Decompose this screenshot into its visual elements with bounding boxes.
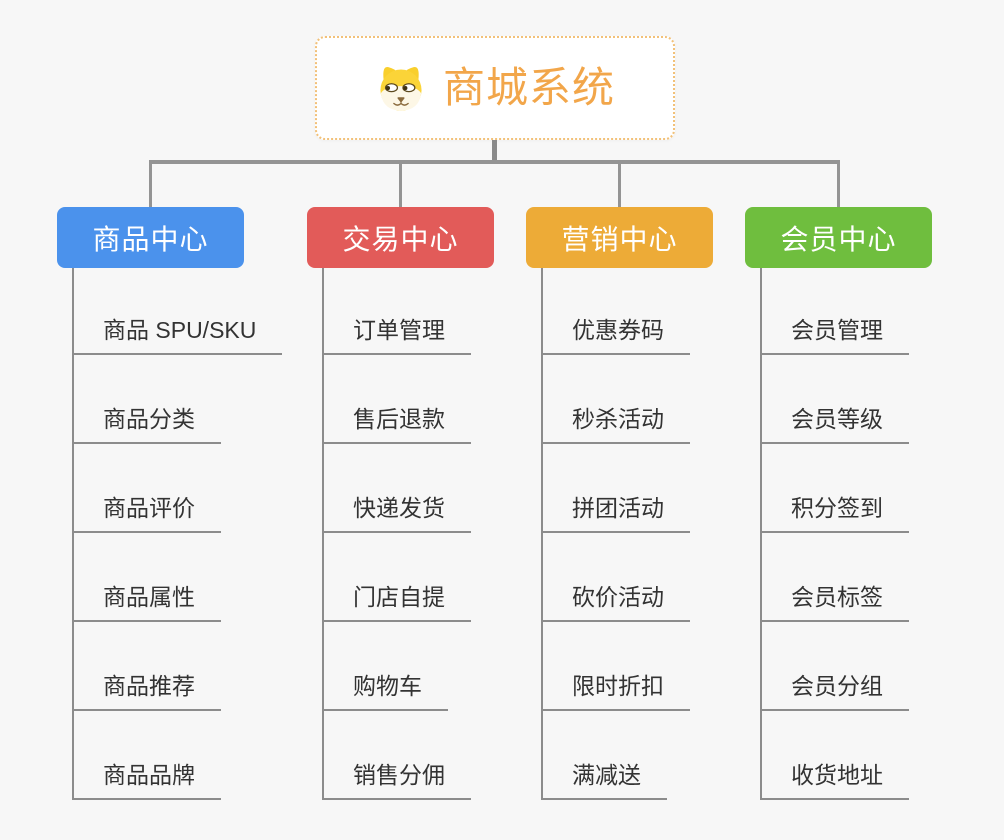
leaf-node[interactable]: 会员标签 <box>760 581 909 622</box>
leaf-node[interactable]: 商品品牌 <box>72 759 221 800</box>
branch-label: 交易中心 <box>342 223 459 255</box>
connector-leaf-vline <box>541 268 543 800</box>
leaf-node[interactable]: 销售分佣 <box>322 759 471 800</box>
leaf-node[interactable]: 优惠券码 <box>541 314 690 355</box>
leaf-node[interactable]: 商品评价 <box>72 492 221 533</box>
leaf-node[interactable]: 商品 SPU/SKU <box>72 314 283 355</box>
connector-leaf-vline <box>72 268 74 800</box>
leaf-node[interactable]: 会员管理 <box>760 314 909 355</box>
connector-root-stem <box>492 140 497 162</box>
connector-branch-drop <box>618 160 621 207</box>
connector-leaf-vline <box>760 268 762 800</box>
leaf-node[interactable]: 商品推荐 <box>72 670 221 711</box>
leaf-node[interactable]: 积分签到 <box>760 492 909 533</box>
leaf-node[interactable]: 会员分组 <box>760 670 909 711</box>
root-node[interactable]: 商城系统 <box>315 36 675 140</box>
leaf-node[interactable]: 拼团活动 <box>541 492 690 533</box>
leaf-node[interactable]: 商品属性 <box>72 581 221 622</box>
leaf-node[interactable]: 商品分类 <box>72 403 221 444</box>
branch-label: 营销中心 <box>561 223 678 255</box>
leaf-node[interactable]: 购物车 <box>322 670 448 711</box>
leaf-node[interactable]: 满减送 <box>541 759 667 800</box>
connector-trunk <box>149 160 840 164</box>
branch-label: 会员中心 <box>780 223 897 255</box>
branch-node-2[interactable]: 营销中心 <box>526 207 713 268</box>
leaf-node[interactable]: 门店自提 <box>322 581 471 622</box>
branch-node-0[interactable]: 商品中心 <box>57 207 244 268</box>
leaf-node[interactable]: 砍价活动 <box>541 581 690 622</box>
leaf-node[interactable]: 秒杀活动 <box>541 403 690 444</box>
connector-branch-drop <box>399 160 402 207</box>
branch-node-1[interactable]: 交易中心 <box>307 207 494 268</box>
leaf-node[interactable]: 会员等级 <box>760 403 909 444</box>
leaf-node[interactable]: 收货地址 <box>760 759 909 800</box>
connector-leaf-vline <box>322 268 324 800</box>
connector-branch-drop <box>149 160 152 207</box>
branch-label: 商品中心 <box>92 223 209 255</box>
leaf-node[interactable]: 售后退款 <box>322 403 471 444</box>
leaf-node[interactable]: 限时折扣 <box>541 670 690 711</box>
connector-branch-drop <box>837 160 840 207</box>
branch-node-3[interactable]: 会员中心 <box>745 207 932 268</box>
leaf-node[interactable]: 快递发货 <box>322 492 471 533</box>
root-title: 商城系统 <box>442 64 615 111</box>
dog-face-icon <box>375 64 427 113</box>
leaf-node[interactable]: 订单管理 <box>322 314 471 355</box>
